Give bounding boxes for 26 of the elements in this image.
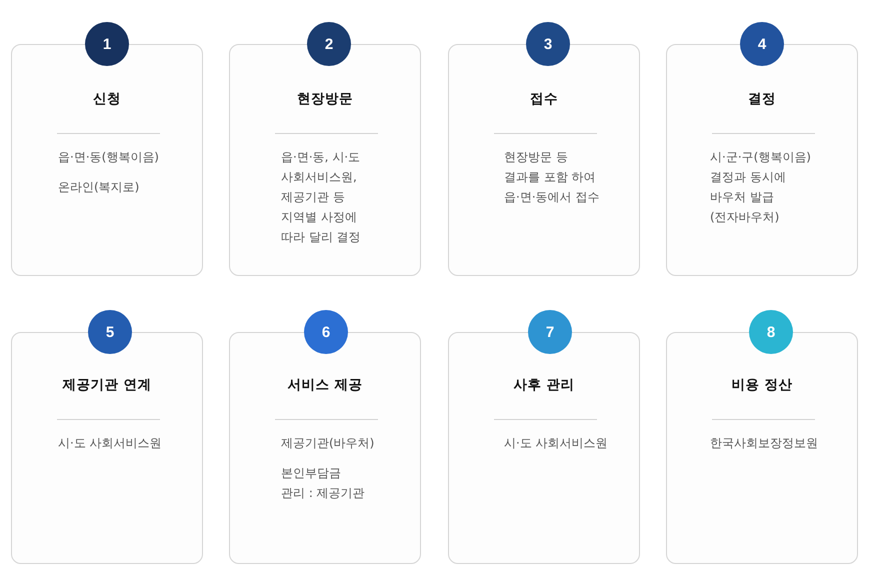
step-description: 온라인(복지로) [58,179,140,196]
step-description: 현장방문 등 결과를 포함 하여 읍·면·동에서 접수 [504,149,600,206]
step-description: 시·도 사회서비스원 [504,435,608,452]
step-description: 본인부담금 관리 : 제공기관 [281,465,365,502]
step-description: 제공기관(바우처) [281,435,374,452]
step-number: 1 [85,22,129,66]
step-number: 3 [526,22,570,66]
step-description: 한국사회보장정보원 [710,435,818,452]
step-title: 비용 정산 [732,377,792,393]
step-number: 4 [740,22,784,66]
step-number: 2 [307,22,351,66]
step-description: 읍·면·동(행복이음) [58,149,159,166]
step-title: 접수 [530,91,558,107]
step-number: 7 [528,310,572,354]
step-title: 신청 [93,91,121,107]
step-number: 5 [88,310,132,354]
step-title: 제공기관 연계 [62,377,152,393]
step-description: 시·도 사회서비스원 [58,435,162,452]
step-description: 읍·면·동, 시·도 사회서비스원, 제공기관 등 지역별 사정에 따라 달리 결정 [281,149,361,246]
step-title: 현장방문 [297,91,353,107]
step-title: 결정 [748,91,776,107]
step-title: 서비스 제공 [288,377,362,393]
step-title: 사후 관리 [514,377,574,393]
step-description: 시·군·구(행복이음) 결정과 동시에 바우처 발급 (전자바우처) [710,149,811,226]
step-number: 6 [304,310,348,354]
step-number: 8 [749,310,793,354]
